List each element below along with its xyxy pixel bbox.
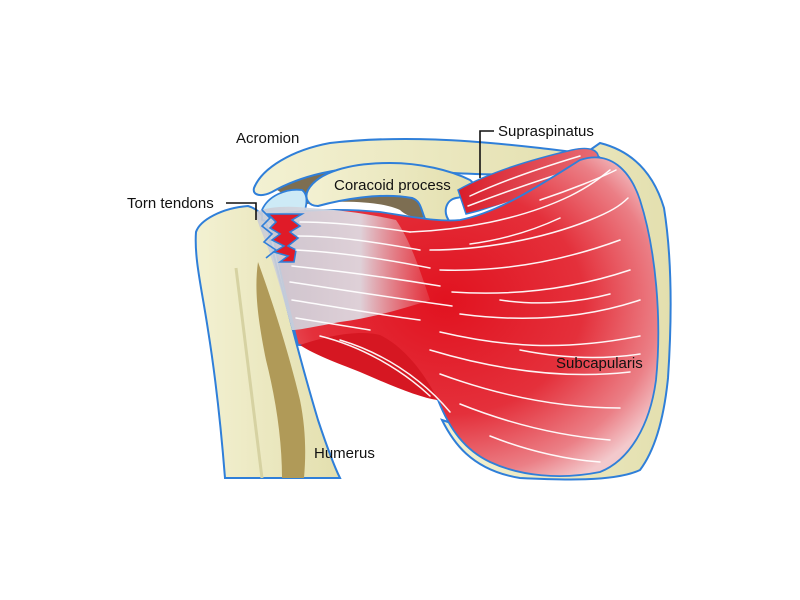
muscle-fiber: [469, 217, 561, 245]
muscle-fiber: [539, 169, 617, 201]
muscle-fiber: [499, 293, 611, 304]
tendon-tear: [266, 213, 305, 263]
supraspinatus-leader-line: [479, 130, 494, 178]
muscle-fiber: [339, 339, 451, 413]
muscle-fiber: [451, 269, 631, 294]
torn-tendons-leader-line: [226, 202, 257, 220]
muscle-fiber: [459, 299, 641, 320]
muscle-fiber: [429, 197, 629, 251]
muscle-fiber: [439, 331, 641, 347]
tendon-fiber: [291, 299, 421, 321]
muscle-fiber: [319, 335, 431, 397]
muscle-fiber: [409, 169, 611, 233]
tendon-fiber: [299, 221, 411, 233]
subscapularis-lower-belly: [300, 333, 438, 400]
label-humerus: Humerus: [314, 445, 375, 462]
tendon-tear-frayed-edge: [260, 209, 278, 259]
humerus-shadow: [256, 262, 306, 478]
rotator-cuff-tendon: [256, 206, 430, 330]
label-subcapularis: Subcapularis: [556, 355, 643, 372]
label-coracoid-process: Coracoid process: [334, 177, 451, 194]
humerus-cortex-line: [234, 267, 264, 479]
muscle-fiber: [439, 373, 621, 409]
label-supraspinatus: Supraspinatus: [498, 123, 594, 140]
tendon-fiber: [295, 249, 431, 269]
muscle-fiber: [429, 349, 631, 376]
label-acromion: Acromion: [236, 130, 299, 147]
muscle-fiber: [519, 349, 641, 359]
label-torn-tendons: Torn tendons: [127, 195, 214, 212]
tendon-fiber: [289, 281, 453, 307]
tendon-fiber: [297, 235, 421, 251]
tendon-fiber: [291, 265, 441, 287]
tendon-fiber: [295, 317, 371, 331]
muscle-fiber: [489, 435, 601, 463]
muscle-fiber: [459, 403, 611, 441]
supraspinatus-fiber: [469, 155, 581, 197]
muscle-fiber: [439, 239, 621, 271]
